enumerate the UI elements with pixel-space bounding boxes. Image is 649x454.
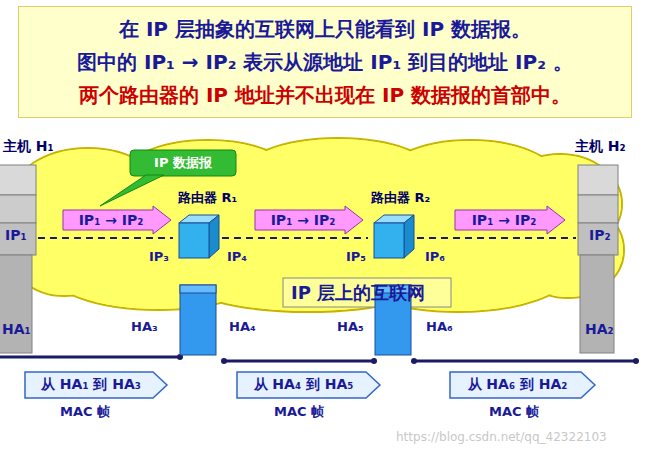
region-label: IP 层上的互联网	[283, 278, 433, 308]
router-outline	[175, 213, 220, 355]
logical-path	[417, 237, 576, 239]
logical-path	[222, 237, 368, 239]
address-label: HA₅	[337, 319, 364, 334]
note-banner: 在 IP 层抽象的互联网上只能看到 IP 数据报。图中的 IP₁ → IP₂ 表…	[18, 6, 632, 118]
lan-end	[411, 358, 417, 364]
frame-caption: MAC 帧	[60, 404, 110, 419]
frame-text: IP₁ → IP₂	[271, 212, 348, 228]
lan-end	[221, 358, 227, 364]
device-name: 主机 H₂	[575, 138, 626, 156]
frame-text: IP₁ → IP₂	[472, 212, 549, 228]
watermark: https://blog.csdn.net/qq_42322103	[396, 430, 607, 444]
address-label: IP₁	[5, 227, 27, 243]
address-label: IP₃	[149, 249, 169, 264]
host: 主机 H₁IP₁HA₁	[0, 165, 36, 353]
lan-end	[633, 358, 639, 364]
note-line: 两个路由器的 IP 地址并不出现在 IP 数据报的首部中。	[79, 79, 571, 112]
frame-caption: MAC 帧	[489, 404, 539, 419]
frame-text: 从 HA₆ 到 HA₂	[468, 376, 578, 394]
frame-text: IP₁ → IP₂	[79, 212, 156, 228]
address-label: HA₄	[229, 319, 256, 334]
address-label: IP₂	[589, 227, 611, 243]
device-name: 路由器 R₁	[178, 189, 237, 207]
frame-text: 从 HA₁ 到 HA₃	[41, 376, 151, 394]
frame-caption: MAC 帧	[274, 404, 324, 419]
datagram-arrow: IP₁ → IP₂	[455, 206, 565, 234]
router: 路由器 R₁IP₃IP₄HA₃HA₄	[175, 213, 220, 355]
address-label: HA₁	[2, 321, 31, 337]
callout-text: IP 数据报	[154, 154, 212, 172]
address-label: HA₆	[426, 319, 453, 334]
datagram-arrow: IP₁ → IP₂	[255, 206, 363, 234]
internet-cloud: IP 层上的互联网 IP₁ → IP₂ IP₁ → IP₂ IP₁ → IP₂	[8, 138, 623, 313]
lan-line	[224, 360, 374, 363]
mac-frame-arrow: 从 HA₆ 到 HA₂	[450, 372, 595, 398]
note-line: 图中的 IP₁ → IP₂ 表示从源地址 IP₁ 到目的地址 IP₂ 。	[77, 46, 573, 79]
datagram-arrow: IP₁ → IP₂	[63, 206, 171, 234]
lan-line	[414, 360, 636, 363]
lan-end	[371, 358, 377, 364]
callout-bubble: IP 数据报	[130, 150, 236, 176]
device-name: 路由器 R₂	[371, 189, 430, 207]
lan-line	[0, 356, 180, 359]
address-label: IP₄	[227, 249, 247, 264]
mac-frame-arrow: 从 HA₁ 到 HA₃	[25, 372, 167, 398]
address-label: IP₆	[425, 249, 445, 264]
logical-path	[38, 237, 173, 239]
address-label: HA₂	[585, 321, 614, 337]
address-label: IP₅	[346, 249, 366, 264]
note-line: 在 IP 层抽象的互联网上只能看到 IP 数据报。	[119, 13, 531, 46]
frame-text: 从 HA₄ 到 HA₅	[254, 376, 364, 394]
mac-frame-arrow: 从 HA₄ 到 HA₅	[237, 372, 380, 398]
address-label: HA₃	[131, 319, 158, 334]
callout-pointer	[100, 175, 164, 206]
host: 主机 H₂IP₂HA₂	[578, 165, 618, 353]
device-name: 主机 H₁	[3, 138, 54, 156]
